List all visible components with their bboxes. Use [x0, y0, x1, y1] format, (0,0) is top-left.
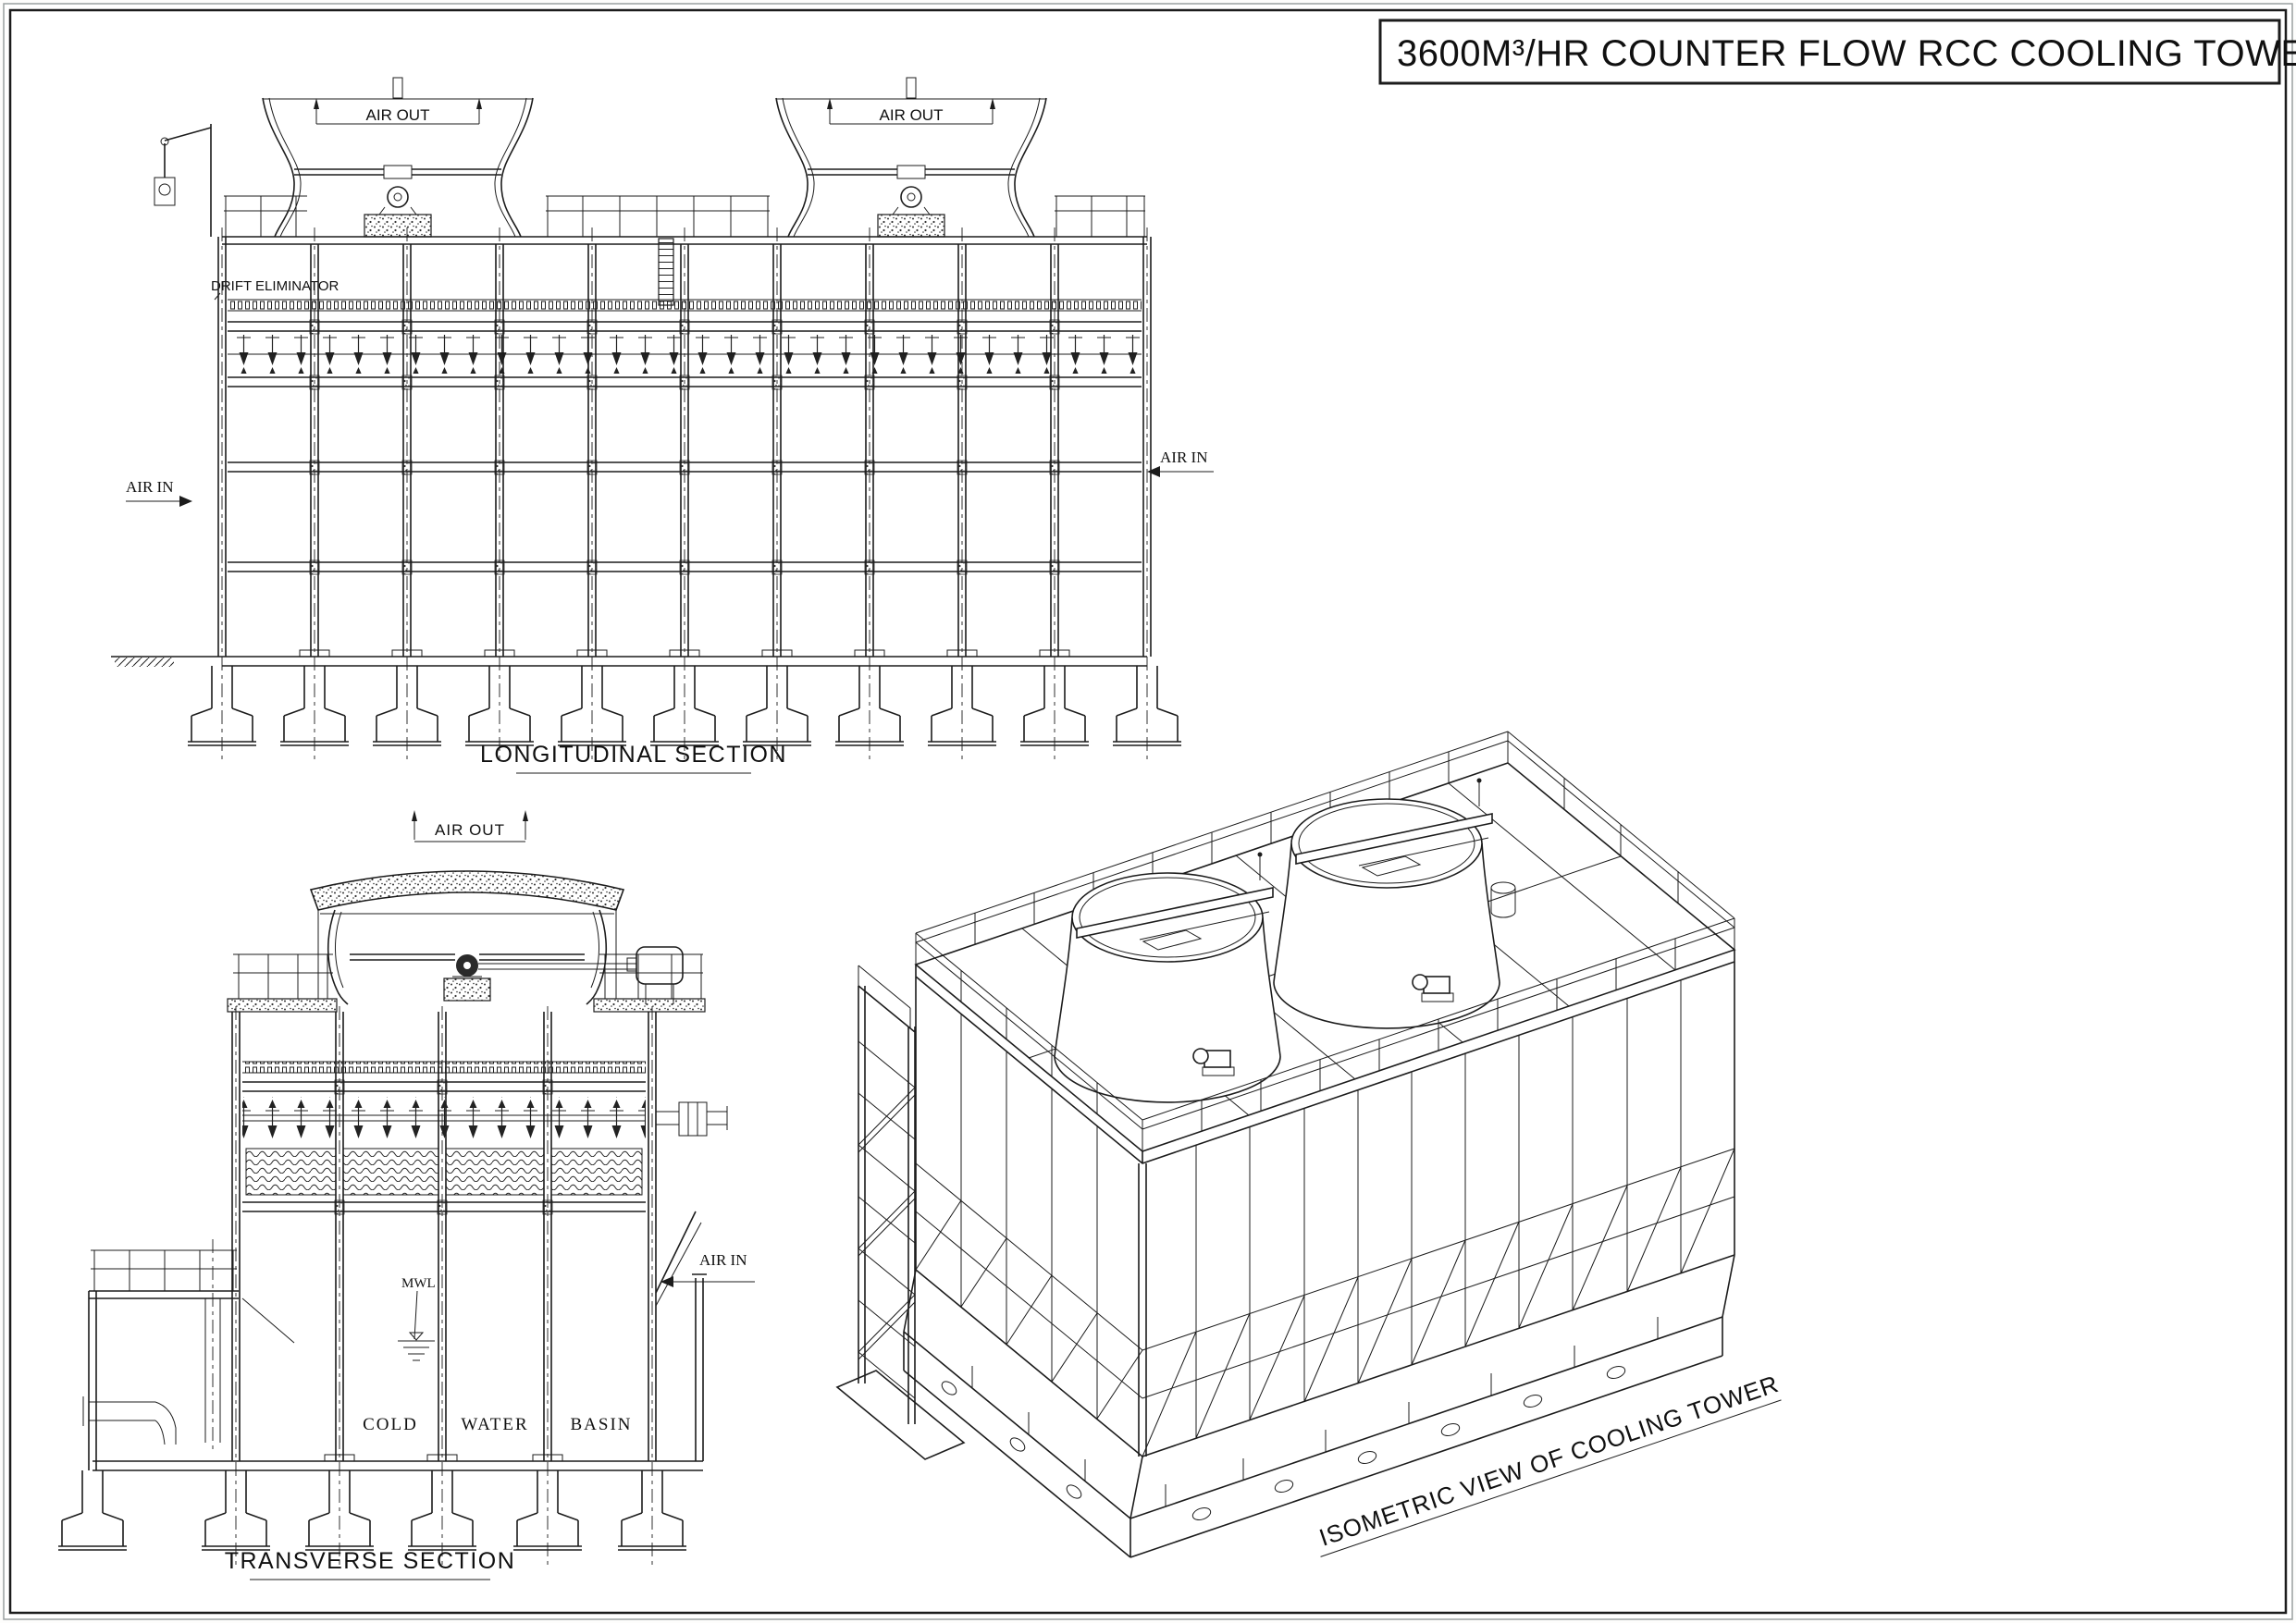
sheet-title: 3600M³/HR COUNTER FLOW RCC COOLING TOWER [1397, 33, 2296, 74]
longitudinal-section-view: AIR OUT AIR OUT DRIFT ELIMINATOR [111, 77, 1214, 774]
drift-eliminator-label: DRIFT ELIMINATOR [211, 278, 339, 294]
transverse-foundation [57, 1454, 703, 1551]
davit-hoist [154, 124, 212, 237]
sump-and-piping [82, 1239, 295, 1470]
mwl-label: MWL [401, 1276, 436, 1291]
sheet-border [3, 3, 2293, 1620]
water-level-symbol [398, 1290, 435, 1361]
inlet-louver [655, 1211, 707, 1461]
drift-eliminator-band-t [242, 1062, 646, 1073]
transverse-section-view: AIR OUT [57, 810, 755, 1580]
basin-word-cold: COLD [363, 1415, 418, 1434]
spray-system [242, 1097, 728, 1139]
air-out-label-transverse: AIR OUT [435, 821, 505, 839]
cell-ladder [658, 238, 674, 306]
air-in-right-label: AIR IN [1160, 449, 1207, 466]
transverse-caption: TRANSVERSE SECTION [225, 1548, 516, 1574]
vent-pipe [1490, 881, 1516, 918]
fan-deck [227, 953, 706, 1013]
title-block: 3600M³/HR COUNTER FLOW RCC COOLING TOWER [1378, 18, 2296, 85]
transverse-structure [231, 1006, 657, 1568]
foundation [111, 649, 1182, 746]
basin-apron [903, 1254, 1735, 1558]
air-inlet-colonnade [915, 1148, 1735, 1457]
deck-handrails [224, 195, 1145, 237]
air-out-label-cell1: AIR OUT [366, 106, 430, 124]
air-in-label-transverse: AIR IN [699, 1251, 747, 1269]
fill-packs [242, 1148, 646, 1215]
air-out-label-cell2: AIR OUT [880, 106, 944, 124]
drift-eliminator-leader [214, 292, 221, 301]
column-grid [217, 227, 1152, 764]
stair-tower [835, 965, 966, 1460]
longitudinal-caption: LONGITUDINAL SECTION [480, 742, 787, 768]
basin-word-basin: BASIN [570, 1415, 632, 1434]
basin-word-water: WATER [461, 1415, 528, 1434]
air-in-left-label: AIR IN [126, 478, 173, 496]
